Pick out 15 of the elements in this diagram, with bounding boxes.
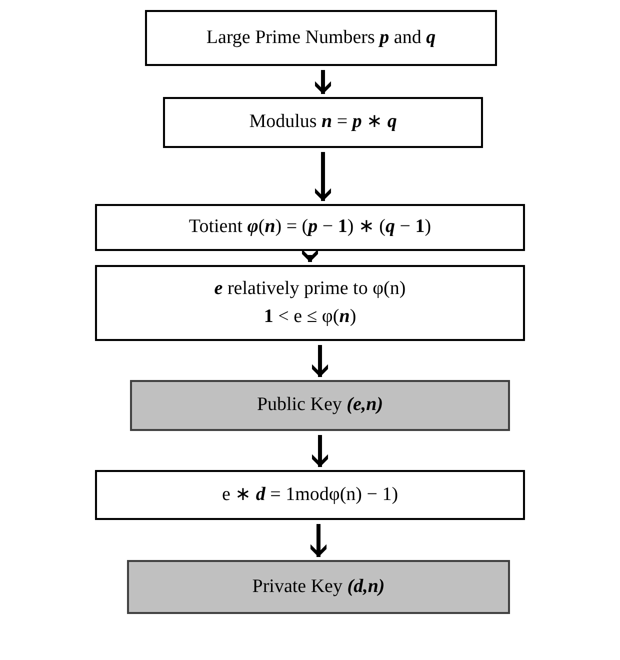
box-text: Totient φ(n) = (p − 1) ∗ (q − 1) <box>188 215 432 240</box>
box-text: 1 < e ≤ φ(n) <box>264 305 356 329</box>
key-box <box>127 560 510 614</box>
box-text: e relatively prime to φ(n) <box>214 276 406 300</box>
box-text: Modulus n = p ∗ q <box>249 110 397 134</box>
process-box <box>95 265 525 341</box>
box-text: Public Key (e,n) <box>256 393 384 418</box>
box-text: Large Prime Numbers p and q <box>206 26 436 50</box>
process-box <box>145 10 497 66</box>
process-box <box>163 97 483 148</box>
process-box <box>95 470 525 520</box>
process-box <box>95 204 525 251</box>
key-box <box>130 380 510 431</box>
box-text: Private Key (d,n) <box>252 574 385 599</box>
box-text: e ∗ d = 1modφ(n) − 1) <box>222 482 398 507</box>
